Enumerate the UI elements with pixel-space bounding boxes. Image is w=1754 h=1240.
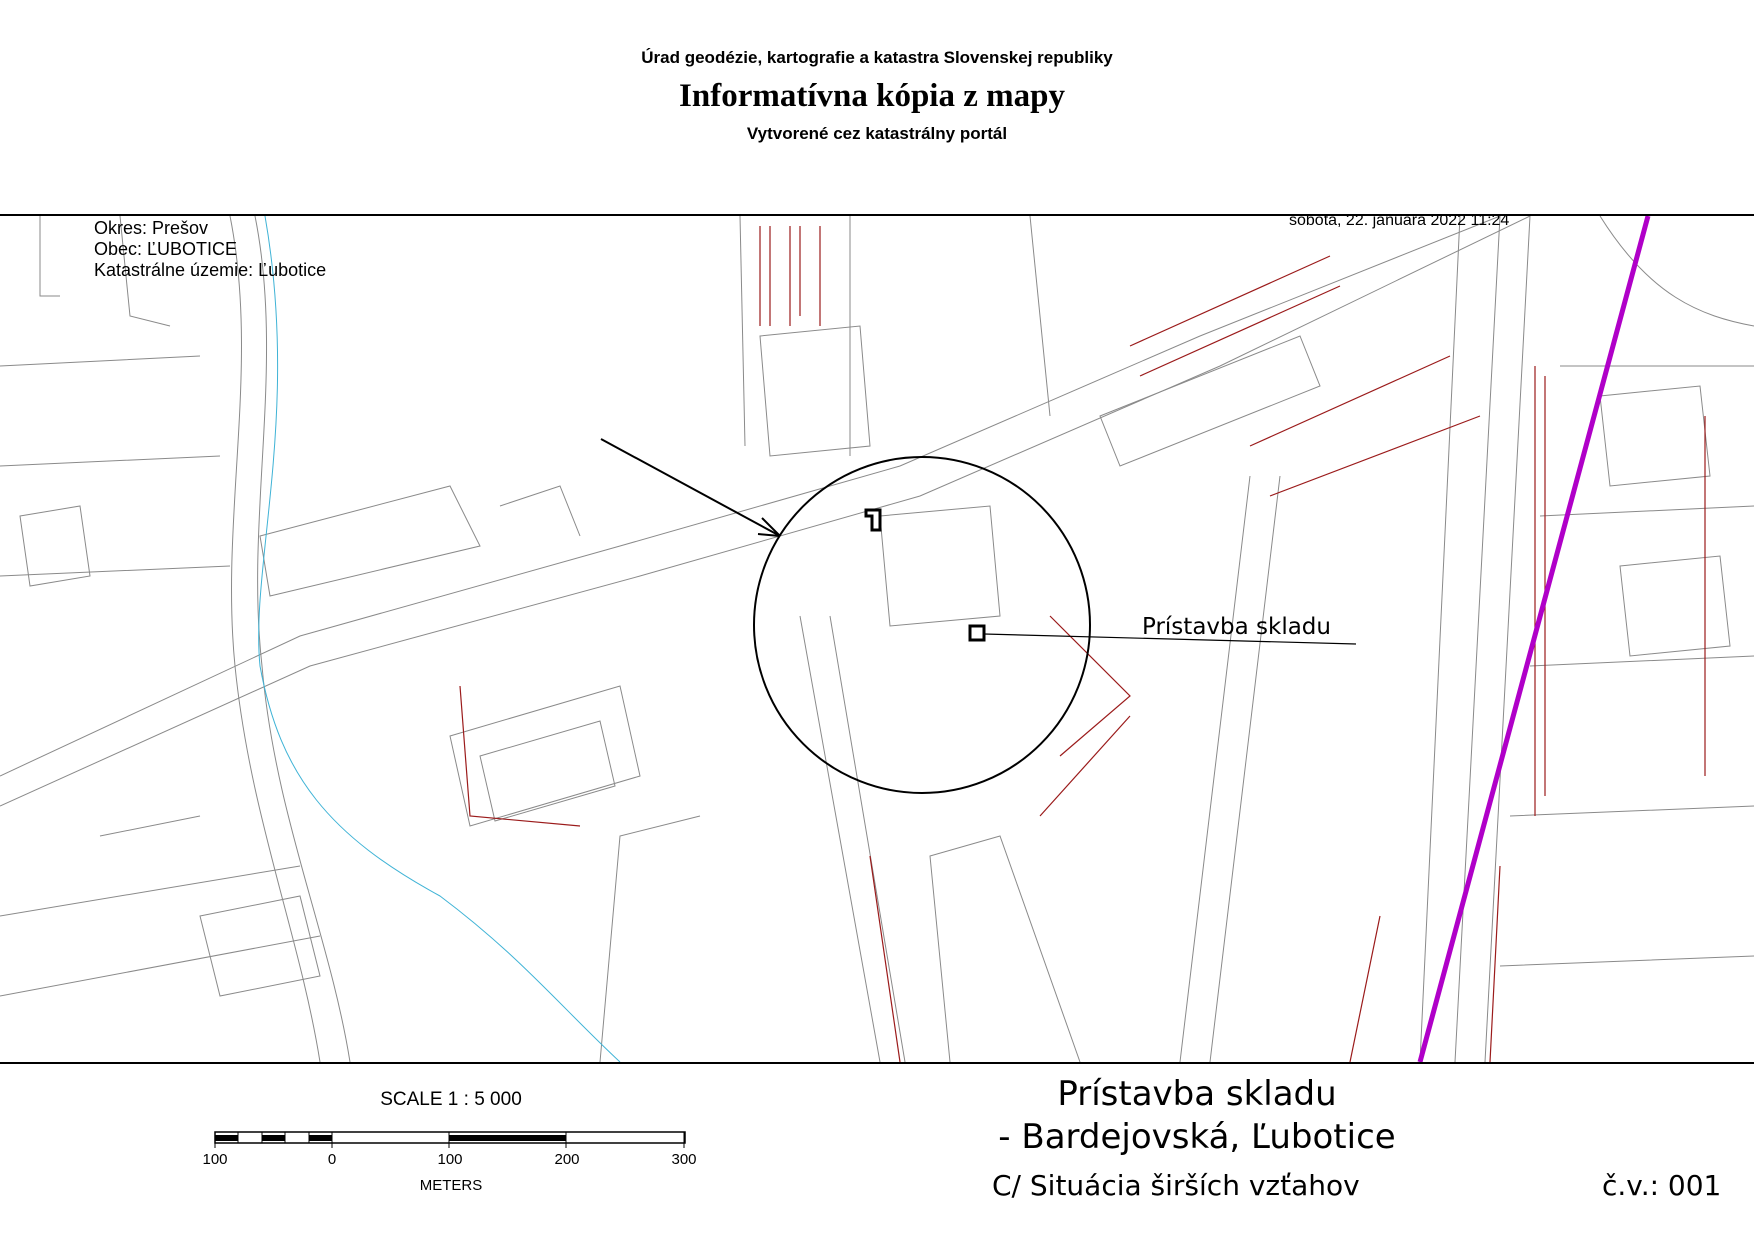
district-label: Okres: Prešov	[94, 218, 209, 238]
scale-tick: 100	[202, 1151, 228, 1168]
arrow-head-icon	[757, 517, 781, 537]
municipality-label: Obec: ĽUBOTICE	[94, 239, 238, 259]
building-marker	[864, 508, 882, 532]
parcel-lines	[0, 216, 1754, 1062]
scale-title: SCALE 1 : 5 000	[380, 1089, 522, 1110]
building-lines	[459, 226, 1706, 1062]
project-title: Prístavba skladu	[1057, 1074, 1337, 1114]
cadastral-map: Okres: Prešov Obec: ĽUBOTICE Katastrálne…	[0, 214, 1754, 1064]
railway-line	[1417, 216, 1651, 1062]
scale-tick: 200	[554, 1151, 580, 1168]
site-marker	[968, 624, 986, 642]
scale-unit: METERS	[419, 1177, 483, 1194]
site-circle	[753, 456, 1091, 794]
scale-tick: 0	[327, 1151, 337, 1168]
project-location: - Bardejovská, Ľubotice	[998, 1117, 1396, 1157]
drawing-name: C/ Situácia širších vzťahov	[992, 1169, 1360, 1202]
callout-label: Prístavba skladu	[1142, 614, 1331, 640]
drawing-number: č.v.: 001	[1602, 1169, 1722, 1202]
map-date: sobota, 22. januára 2022 11:24	[1289, 214, 1510, 229]
cadastral-area-label: Katastrálne územie: Ľubotice	[94, 260, 327, 280]
authority-name: Úrad geodézie, kartografie a katastra Sl…	[641, 48, 1113, 67]
stream-line	[258, 216, 621, 1062]
document-title: Informatívna kópia z mapy	[679, 78, 1065, 114]
scale-tick: 100	[437, 1151, 463, 1168]
document-subtitle: Vytvorené cez katastrálny portál	[746, 124, 1008, 143]
map-drawing	[0, 216, 1754, 1062]
callout-line	[983, 633, 1357, 645]
location-arrow	[600, 438, 781, 537]
scale-bar	[214, 1131, 686, 1148]
scale-tick: 300	[671, 1151, 697, 1168]
